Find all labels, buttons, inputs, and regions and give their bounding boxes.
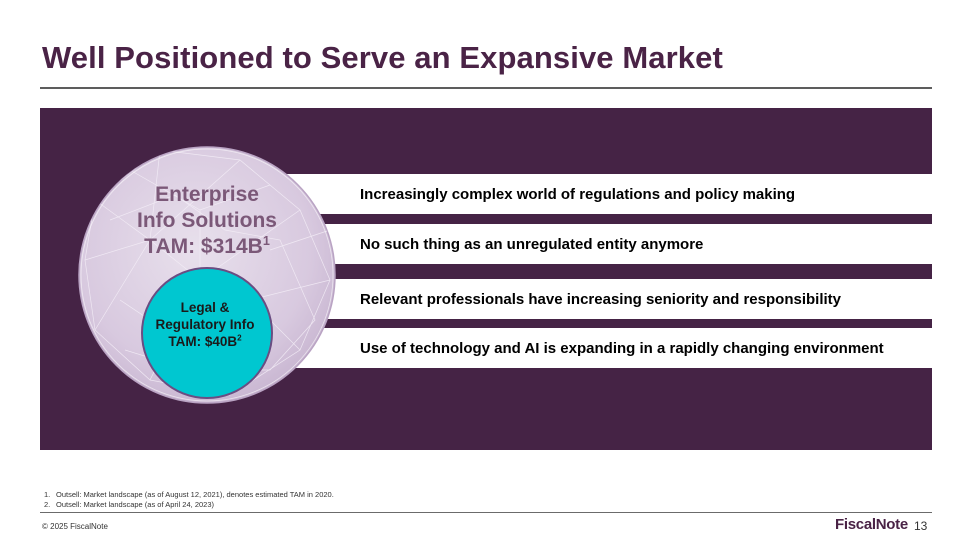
footnotes: 1. Outsell: Market landscape (as of Augus…: [44, 490, 334, 510]
footnote-2-text: Outsell: Market landscape (as of April 2…: [56, 500, 214, 509]
enterprise-line-1: Enterprise: [155, 183, 259, 206]
enterprise-tam-value: TAM: $314B: [144, 235, 263, 258]
footer-divider: [40, 512, 932, 513]
point-band-4: Use of technology and AI is expanding in…: [280, 328, 932, 368]
legal-line-1: Legal &: [180, 300, 230, 315]
point-band-1: Increasingly complex world of regulation…: [280, 174, 932, 214]
enterprise-line-2: Info Solutions: [137, 209, 277, 232]
slide-title: Well Positioned to Serve an Expansive Ma…: [42, 40, 723, 75]
point-band-3: Relevant professionals have increasing s…: [280, 279, 932, 319]
page-number: 13: [914, 519, 928, 533]
enterprise-tam-label: Enterprise Info Solutions TAM: $314B1: [122, 182, 292, 260]
point-text-1: Increasingly complex world of regulation…: [360, 185, 796, 203]
title-divider: [40, 87, 932, 89]
footnote-2: 2. Outsell: Market landscape (as of April…: [44, 500, 334, 510]
footnote-1-text: Outsell: Market landscape (as of August …: [56, 490, 334, 499]
legal-footnote-ref: 2: [237, 333, 242, 343]
legal-line-2: Regulatory Info: [155, 317, 255, 332]
legal-tam-label: Legal & Regulatory Info TAM: $40B2: [140, 299, 270, 350]
point-text-3: Relevant professionals have increasing s…: [360, 290, 841, 308]
point-text-2: No such thing as an unregulated entity a…: [360, 235, 704, 253]
point-text-4: Use of technology and AI is expanding in…: [360, 339, 884, 357]
legal-tam-value: TAM: $40B: [168, 334, 238, 349]
footnote-1: 1. Outsell: Market landscape (as of Augus…: [44, 490, 334, 500]
footnote-2-num: 2.: [44, 500, 51, 509]
enterprise-footnote-ref: 1: [262, 234, 270, 248]
fiscalnote-logo: FiscalNote: [835, 516, 908, 533]
point-band-2: No such thing as an unregulated entity a…: [280, 224, 932, 264]
copyright: © 2025 FiscalNote: [42, 522, 108, 531]
footnote-1-num: 1.: [44, 490, 51, 499]
